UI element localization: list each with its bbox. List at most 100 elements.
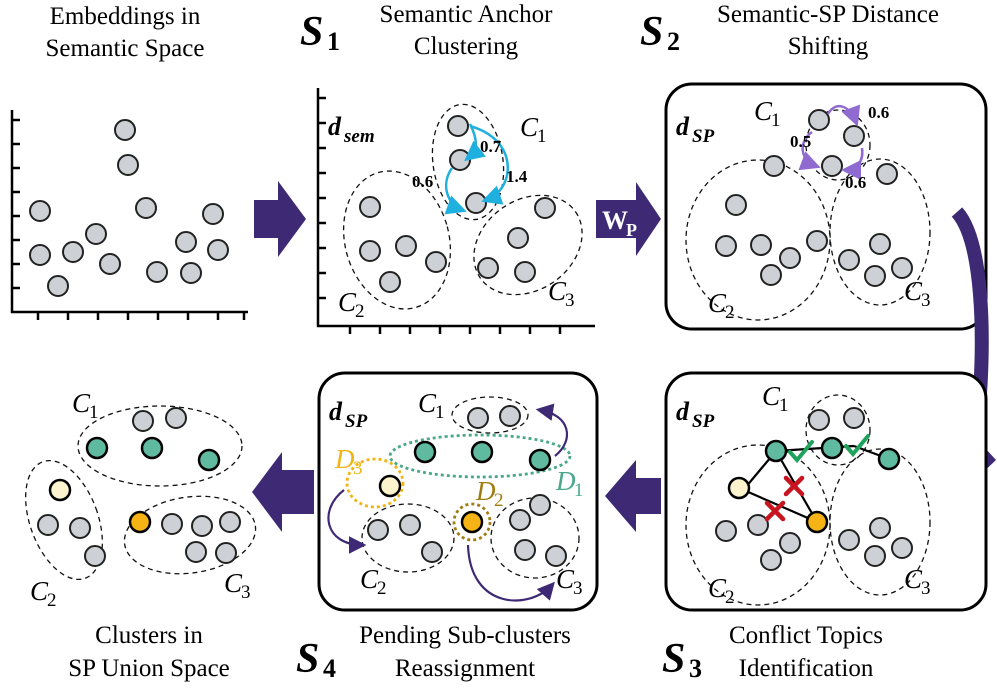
svg-text:C: C (904, 276, 923, 306)
caption-final-line1: Clusters in (95, 622, 203, 649)
svg-text:C: C (338, 287, 357, 317)
s1-y-ticks (318, 96, 326, 300)
caption-s3-line1: Conflict Topics (729, 622, 883, 649)
svg-text:C: C (360, 564, 379, 594)
svg-text:3: 3 (565, 290, 575, 311)
caption-s4-line1: Pending Sub-clusters (359, 622, 571, 649)
panel-s3: d SP (664, 371, 988, 612)
panel-s2: d SP 0.6 0.5 0.6 (664, 82, 988, 331)
s2-points (715, 109, 913, 287)
step-s4-header: S 4 Pending Sub-clusters Reassignment (296, 622, 571, 683)
s2-dist-a: 0.6 (868, 103, 889, 122)
svg-text:2: 2 (725, 587, 735, 608)
s4-label-c3: C3 (556, 564, 583, 599)
s2-distance-curves (798, 104, 864, 180)
final-cluster-c1-outline (77, 405, 243, 487)
s4-label-d2: D2 (475, 476, 504, 511)
embeddings-points (29, 119, 229, 297)
svg-text:C: C (762, 381, 781, 411)
svg-text:1: 1 (537, 126, 547, 147)
s3-distance-label: d SP (676, 397, 715, 432)
s3-cluster-c3-outline (829, 448, 931, 596)
svg-text:D: D (334, 444, 355, 474)
s1-distance-curves (444, 123, 509, 215)
left-arrow-icon (605, 460, 661, 532)
svg-text:C: C (548, 276, 567, 306)
step-s3-header: S 3 Conflict Topics Identification (662, 622, 883, 683)
svg-text:C: C (30, 576, 49, 606)
panel-final: C1 C2 C3 (25, 388, 257, 611)
s2-cluster-c1-outline (805, 109, 871, 181)
s2-distance-label: d SP (676, 112, 715, 147)
svg-text:C: C (418, 388, 437, 418)
s3-letter: S (662, 636, 685, 682)
s3-sub: 3 (689, 654, 702, 683)
transform-arrow-icon (596, 182, 661, 256)
caption-s4-line2: Reassignment (395, 655, 535, 682)
s2-dist-c: 0.6 (845, 173, 866, 192)
s4-d3-outline (345, 457, 405, 509)
caption-embeddings: Embeddings in Semantic Space (46, 3, 205, 62)
s4-letter: S (296, 636, 319, 682)
caption-s2-line2: Shifting (788, 33, 869, 60)
s4-reassign-curves (327, 403, 569, 602)
svg-text:2: 2 (494, 490, 504, 511)
caption-s1-line2: Clustering (414, 33, 519, 60)
svg-text:3: 3 (241, 582, 251, 603)
svg-text:1: 1 (574, 480, 584, 501)
svg-text:1: 1 (435, 402, 445, 423)
svg-text:2: 2 (725, 302, 735, 323)
svg-text:2: 2 (377, 578, 387, 599)
s3-points (715, 407, 913, 571)
svg-text:d: d (329, 397, 343, 426)
svg-text:2: 2 (47, 590, 57, 611)
caption-s3-line2: Identification (739, 655, 874, 682)
svg-text:P: P (626, 220, 637, 240)
svg-text:W: W (602, 206, 628, 235)
s2-label-c3: C3 (904, 276, 931, 311)
caption-final-line2: SP Union Space (68, 655, 230, 682)
caption-final: Clusters in SP Union Space (68, 622, 230, 682)
s4-distance-label: d SP (329, 397, 368, 432)
svg-text:C: C (708, 573, 727, 603)
s4-label-d1: D1 (555, 466, 584, 501)
svg-text:d: d (676, 112, 690, 141)
s1-cluster-c3-outline (473, 194, 583, 296)
s4-cluster-c3-outline (490, 497, 580, 579)
embeddings-axes (10, 110, 248, 314)
svg-text:1: 1 (89, 402, 99, 423)
svg-text:1: 1 (771, 110, 781, 131)
svg-text:C: C (904, 564, 923, 594)
right-arrow-icon (254, 181, 306, 257)
left-arrow-final-icon (252, 452, 314, 532)
s4-sub: 4 (323, 654, 336, 683)
s4-d2-outline (452, 502, 492, 542)
s3-cluster-c1-outline (805, 394, 871, 466)
svg-text:1: 1 (779, 395, 789, 416)
caption-embeddings-line2: Semantic Space (46, 35, 205, 62)
s4-d1-outline (388, 433, 572, 479)
s3-label-c3: C3 (904, 564, 931, 599)
s4-label-c2: C2 (360, 564, 387, 599)
transform-label: W P (602, 206, 637, 240)
svg-text:SP: SP (692, 411, 715, 432)
panel-embeddings (10, 110, 248, 320)
embeddings-x-ticks (36, 312, 246, 320)
s1-axes (316, 88, 595, 328)
s1-cluster-c2-outline (342, 170, 452, 310)
final-label-c1: C1 (72, 388, 99, 423)
svg-text:C: C (754, 96, 773, 126)
s2-label-c2: C2 (708, 288, 735, 323)
s2-cluster-c2-outline (685, 159, 831, 321)
s2-label-c1: C1 (754, 96, 781, 131)
s3-label-c2: C2 (708, 573, 735, 608)
s1-dist-c: 0.6 (412, 172, 433, 191)
svg-text:sem: sem (343, 126, 375, 147)
s2-cluster-c3-outline (829, 158, 931, 306)
final-label-c3: C3 (224, 568, 251, 603)
s2-dist-b: 0.5 (790, 132, 811, 151)
caption-embeddings-line1: Embeddings in (50, 3, 201, 30)
s4-label-d3: D3 (334, 444, 363, 479)
final-cluster-c2-outline (25, 459, 103, 581)
s1-distance-label: d sem (328, 112, 375, 147)
